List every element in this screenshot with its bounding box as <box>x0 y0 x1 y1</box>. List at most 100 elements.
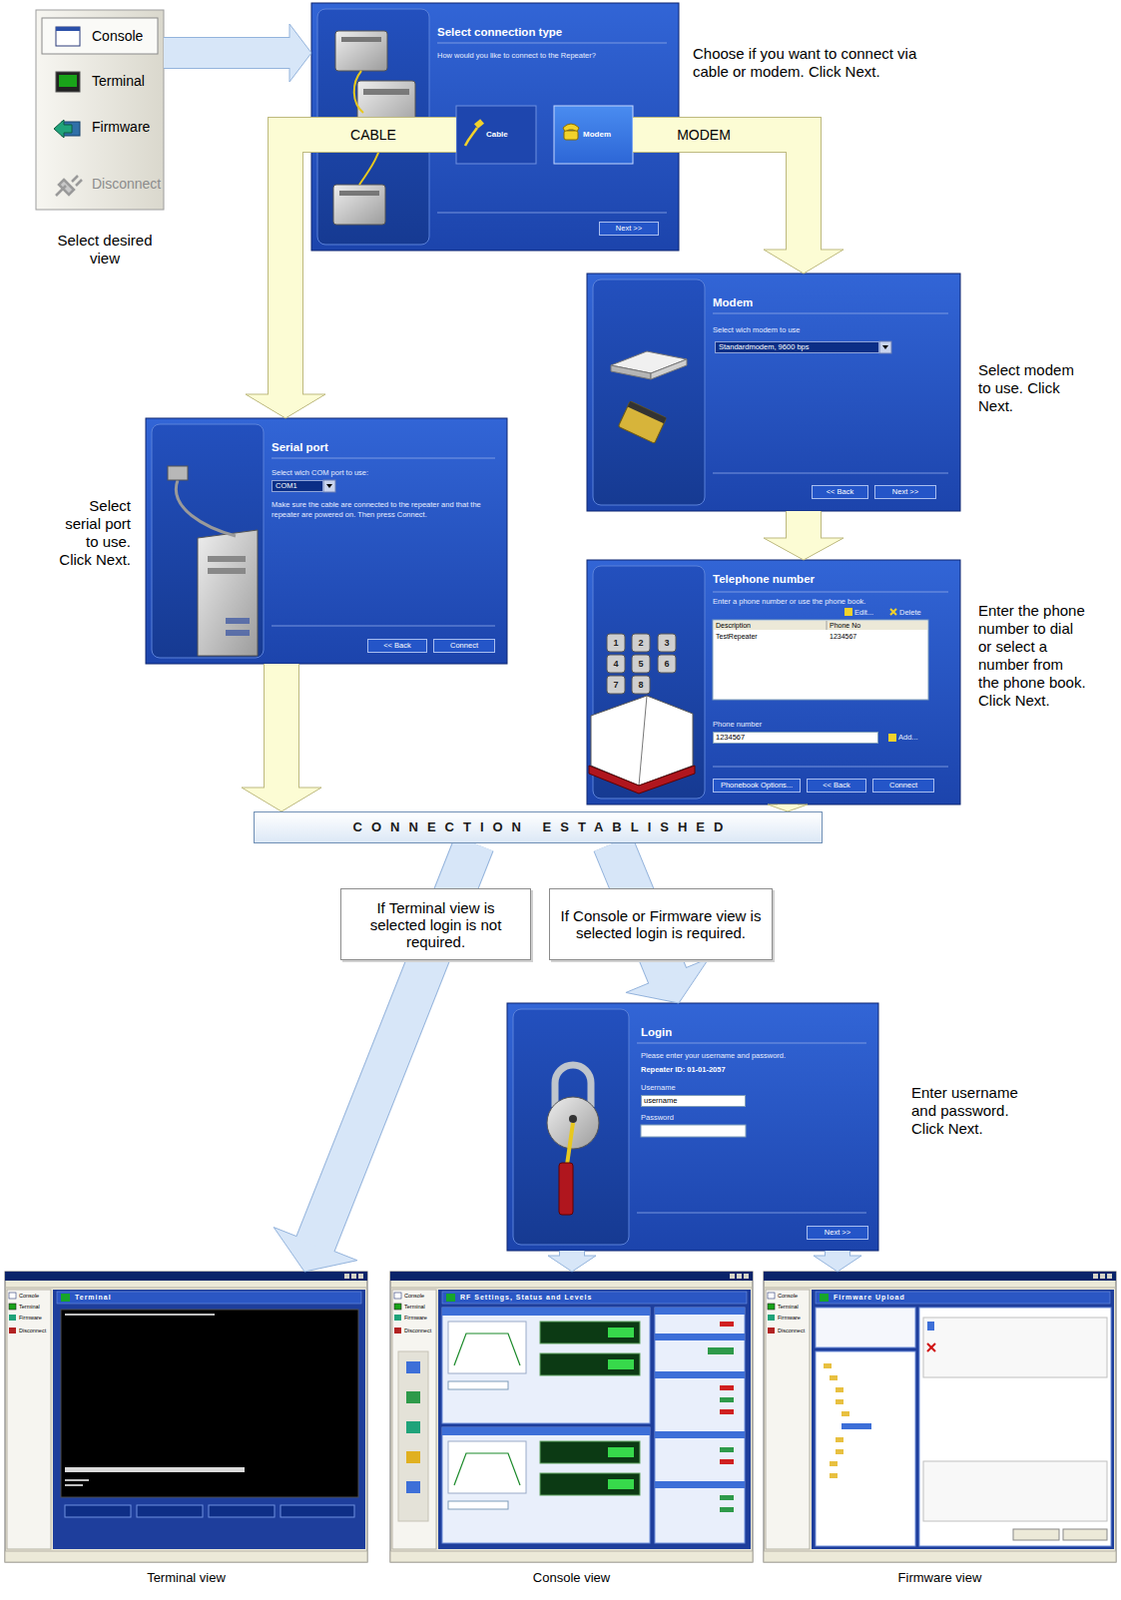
arrow-head <box>245 394 326 419</box>
wizard-dialog-frame-part <box>657 633 676 652</box>
wizard-dialog-frame-part <box>271 625 496 627</box>
dialog-text: Edit... <box>854 607 885 618</box>
app-window-frame-part <box>815 1351 916 1547</box>
band-text: CONNECTION ESTABLISHED <box>344 819 733 836</box>
app-window-frame-part <box>835 1387 844 1393</box>
app-window-frame-part <box>136 1505 203 1518</box>
wizard-dialog-frame <box>145 418 508 664</box>
toolbar-panel-part <box>58 74 77 87</box>
cable-button: Cable <box>456 105 537 164</box>
app-window-frame <box>390 1271 753 1563</box>
app-window-frame-part <box>763 1271 1117 1563</box>
app-window-frame-part <box>763 1287 1117 1289</box>
app-window-frame-part <box>358 1273 364 1279</box>
app-window-frame-part <box>8 1292 16 1299</box>
wizard-dialog-frame-part <box>882 345 889 350</box>
app-window-frame-part <box>719 1409 734 1415</box>
toolbar-panel-part <box>55 175 82 196</box>
wizard-dialog-frame-part <box>311 2 679 251</box>
status-band: CONNECTION ESTABLISHED <box>253 811 823 844</box>
toolbar-panel: ConsoleTerminalFirmwareDisconnect <box>35 9 164 210</box>
wizard-dialog-frame-part <box>335 30 388 71</box>
app-window-frame-part <box>540 1441 640 1464</box>
block-arrow <box>767 804 808 812</box>
button-label: << Back <box>806 778 867 793</box>
sidebar-label: Terminal <box>404 1302 436 1311</box>
sidebar-label: Console <box>777 1291 809 1300</box>
app-window-frame-part <box>767 1303 775 1310</box>
toolbar-button-label: Console <box>91 27 162 44</box>
wizard-dialog-frame-part <box>610 365 651 380</box>
toolbar-panel <box>35 9 164 210</box>
arrow-head <box>289 23 312 82</box>
app-window-frame-part <box>815 1307 916 1348</box>
arrow-body <box>560 1250 584 1258</box>
list-header: Description <box>715 620 816 630</box>
key-number: 6 <box>657 654 676 673</box>
app-window-frame-part <box>815 1291 1111 1304</box>
toolbar-panel-part <box>55 26 80 46</box>
app-window-frame-part <box>1063 1529 1108 1541</box>
dialog-text: Username <box>640 1083 741 1094</box>
app-window-frame-part <box>64 1479 89 1482</box>
app-window-frame-part <box>64 1467 245 1473</box>
panel-header: Firmware Upload <box>833 1292 1034 1303</box>
wizard-dialog-frame-part <box>606 654 625 673</box>
app-window-frame-part <box>394 1303 402 1310</box>
cable-button-frame-part <box>465 127 478 146</box>
wizard-dialog-frame-part <box>175 480 236 537</box>
wizard-dialog-frame-part <box>333 184 386 225</box>
app-window-frame-part <box>448 1501 509 1510</box>
block-arrow <box>632 134 844 274</box>
wizard-dialog-frame-part <box>712 766 949 768</box>
app-window-frame-part <box>351 1273 357 1279</box>
toolbar-panel-part <box>53 119 72 138</box>
app-window-frame-part <box>1013 1529 1060 1541</box>
app-window-frame-part <box>829 1375 838 1381</box>
wizard-dialog-frame-part <box>363 88 410 95</box>
app-window-frame-part <box>654 1431 745 1439</box>
app-window-frame-part <box>835 1449 844 1455</box>
toolbar-button-label: Firmware <box>91 118 162 135</box>
modem-button-frame <box>554 105 633 164</box>
login-dialog-frame-part <box>636 1212 867 1214</box>
app-window-frame-part <box>829 1473 838 1479</box>
app-window-frame-part <box>719 1495 734 1501</box>
wizard-dialog-frame-part <box>712 619 929 700</box>
key-number: 5 <box>631 654 650 673</box>
app-window-frame-part <box>442 1307 650 1316</box>
wizard-dialog-frame-part <box>437 42 667 44</box>
wizard-dialog-frame-part <box>225 617 250 624</box>
app-window-frame-part <box>448 1321 527 1374</box>
app-window-frame-part <box>4 1551 368 1563</box>
arrow-body <box>163 37 292 68</box>
app-window-frame-part <box>406 1421 421 1434</box>
app-window-frame-part <box>392 1289 437 1550</box>
wizard-dialog-frame-part <box>207 567 246 574</box>
wizard-dialog-frame-part <box>713 620 928 630</box>
app-window-frame-part <box>923 1317 1108 1378</box>
app-window-frame-part <box>446 1293 456 1302</box>
dialog-text: Add... <box>898 732 929 743</box>
toolbar-button-label: Disconnect <box>91 175 164 192</box>
dialog-text: Phone number <box>712 719 813 730</box>
app-window-frame <box>763 1271 1117 1563</box>
app-window: ConsoleTerminalFirmwareDisconnectFirmwar… <box>763 1271 1117 1563</box>
app-window-frame-part <box>390 1271 753 1281</box>
app-window-frame-part <box>540 1353 640 1376</box>
app-window: ConsoleTerminalFirmwareDisconnectTermina… <box>4 1271 368 1563</box>
app-window-frame-part <box>819 1293 829 1302</box>
app-window-frame-part <box>607 1359 634 1370</box>
block-arrow <box>163 23 312 82</box>
sidebar-label: Disconnect <box>18 1326 50 1335</box>
button-label: << Back <box>367 638 428 653</box>
login-dialog-frame-part <box>513 1009 629 1245</box>
app-window-frame-part <box>719 1321 734 1327</box>
app-window-frame <box>4 1271 368 1563</box>
app-window-frame-part <box>454 1453 521 1486</box>
key-number: 4 <box>606 654 625 673</box>
arrow-outline <box>285 134 457 395</box>
button-label: Next >> <box>874 485 937 500</box>
wizard-dialog-frame-part <box>844 607 853 616</box>
app-window-frame-part <box>719 1397 734 1403</box>
